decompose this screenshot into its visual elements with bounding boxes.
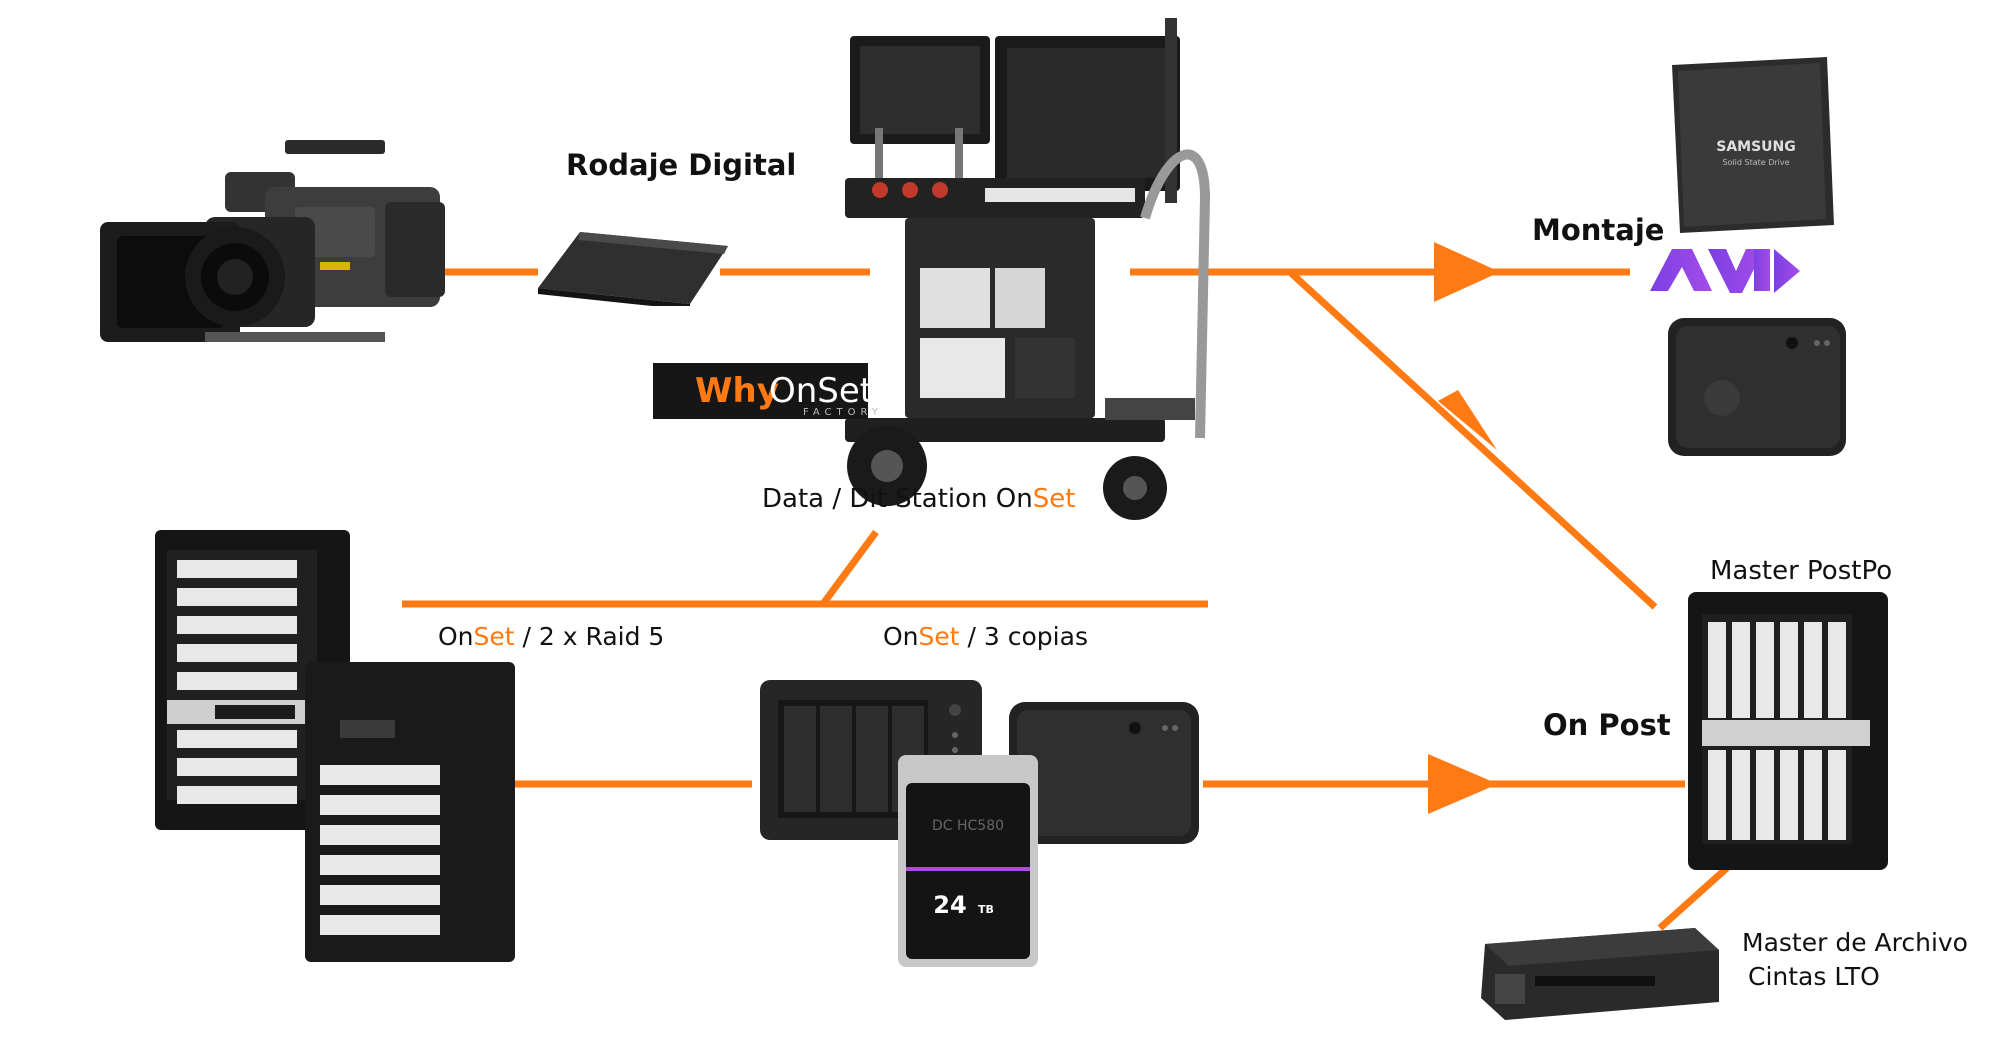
avid-logo-icon — [1650, 247, 1802, 295]
arrow-on-post — [1428, 754, 1498, 814]
master-raid-icon — [1688, 592, 1888, 870]
whyonset-logo: Why OnSet FACTORY — [653, 363, 878, 419]
line-branch-to-master — [1287, 269, 1658, 610]
lto-drive-icon — [1475, 922, 1723, 1022]
label-raid-on: On — [438, 622, 474, 651]
label-on-post: On Post — [1543, 708, 1671, 742]
hdd-model-text: DC HC580 — [932, 818, 1004, 834]
arrow-master-postpo — [1438, 390, 1497, 450]
label-raid-suffix: / 2 x Raid 5 — [514, 622, 665, 651]
label-station-set: Set — [1032, 484, 1076, 514]
camera-icon — [95, 132, 450, 360]
hdd-capacity-text: 24 — [933, 891, 966, 919]
label-raid-set: Set — [473, 622, 515, 651]
label-copies-set: Set — [918, 622, 960, 651]
dit-cart-icon — [845, 18, 1240, 526]
label-onset-copies: OnSet / 3 copias — [883, 622, 1088, 651]
label-archive-line2: Cintas LTO — [1748, 962, 1880, 991]
arrow-montaje — [1434, 242, 1500, 302]
hdd-icon: DC HC580 24 TB — [898, 755, 1038, 967]
label-copies-on: On — [883, 622, 919, 651]
logo-why: Why — [695, 371, 779, 411]
raid-tower-icon — [155, 530, 515, 962]
samsung-ssd-icon: SAMSUNG Solid State Drive — [1662, 55, 1837, 235]
label-rodaje-digital: Rodaje Digital — [566, 148, 797, 182]
label-onset-raid: OnSet / 2 x Raid 5 — [438, 622, 664, 651]
ssd-sub-text: Solid State Drive — [1722, 158, 1789, 167]
line-station-drop — [820, 529, 879, 607]
ssd-card-icon — [532, 224, 730, 306]
logo-factory: FACTORY — [803, 407, 883, 418]
logo-onset: OnSet — [769, 371, 874, 411]
label-archive-line1: Master de Archivo — [1742, 928, 1968, 957]
hdd-unit-text: TB — [978, 903, 994, 916]
owc-enclosure-icon — [1005, 698, 1203, 848]
line-master-to-lto — [1657, 864, 1731, 931]
label-copies-suffix: / 3 copias — [959, 622, 1088, 651]
label-montaje: Montaje — [1532, 213, 1665, 247]
owc-enclosure-icon — [1662, 308, 1850, 460]
label-station: Data / Dit Station OnSet — [762, 484, 1075, 514]
label-station-prefix: Data / Dit Station On — [762, 484, 1033, 514]
label-master-postpo: Master PostPo — [1710, 556, 1893, 586]
ssd-brand-text: SAMSUNG — [1716, 139, 1796, 155]
